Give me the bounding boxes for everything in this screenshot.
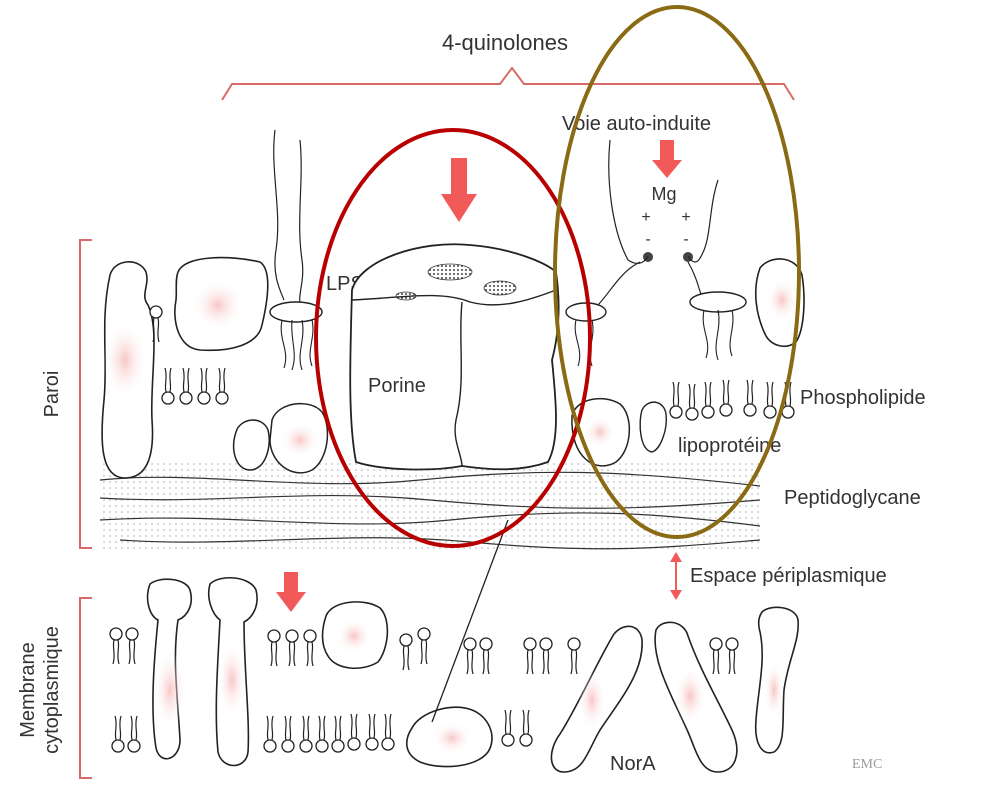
paroi-bracket [80,240,92,548]
porine-protein [350,244,558,469]
espace-label: Espace périplasmique [690,565,887,587]
porine-label: Porine [368,375,426,397]
phospholipide-label: Phospholipide [800,387,926,409]
lps-head-right-2 [690,292,746,312]
svg-text:-: - [645,231,650,248]
quinolones-brace [222,68,794,100]
membrane-bracket [80,598,92,778]
mg-ion-icon: + + - - [641,209,693,262]
emc-logo: EMC [852,757,882,772]
down-arrow-icon [652,140,682,178]
svg-text:+: + [641,209,650,226]
mg-label: Mg [651,184,676,204]
paroi-label: Paroi [41,371,63,418]
lipoprotein-left [234,420,270,470]
nora-label: NorA [610,753,656,775]
down-arrow-icon [441,158,477,222]
svg-text:-: - [683,231,688,248]
membrane-label-line1: Membrane [17,642,39,738]
lipoprotein-right-2 [640,402,666,452]
quinolones-label: 4-quinolones [442,30,568,55]
down-arrow-icon [276,572,306,612]
lps-head-right-1 [566,303,606,321]
phospholipids-right [670,380,794,420]
membrane-label-line2: cytoplasmique [41,626,63,754]
cytoplasmic-lipids-upper [110,628,738,674]
voie-label: Voie auto-induite [562,113,711,135]
double-arrow-icon [670,552,682,600]
peptidoglycane-label: Peptidoglycane [784,487,921,509]
lps-chains-left [274,130,303,302]
svg-text:+: + [681,209,690,226]
lps-head-left [270,302,322,322]
